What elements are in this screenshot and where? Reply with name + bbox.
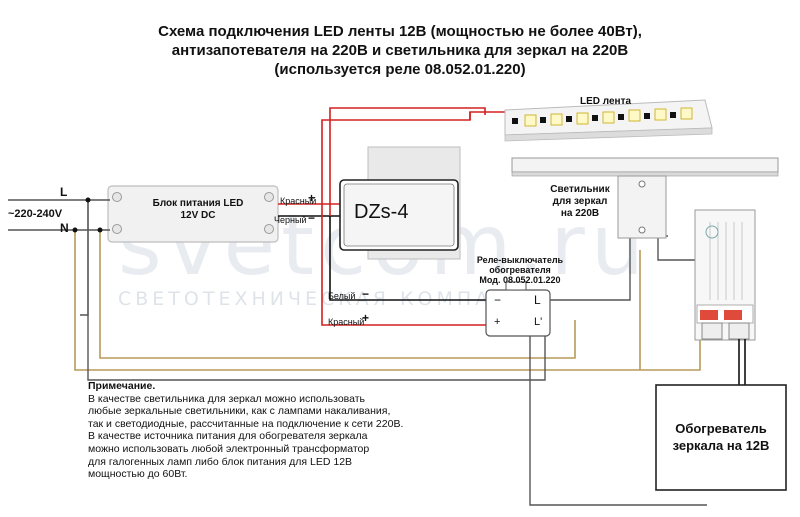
power-supply-unit bbox=[107, 185, 279, 243]
lamp-line-3: на 220В bbox=[560, 208, 600, 219]
dzs4-label: DZs-4 bbox=[354, 201, 409, 223]
psu-black-label: Черный bbox=[274, 215, 307, 225]
note-line: мощностью до 60Вт. bbox=[88, 468, 188, 481]
led-strip-label: LED лента bbox=[580, 96, 632, 107]
power-supply-line-2: 12V DC bbox=[180, 210, 216, 221]
power-supply-label: Блок питания LED 12V DC bbox=[128, 198, 268, 222]
title-line-3: (используется реле 08.052.01.220) bbox=[274, 61, 526, 78]
heater-label: Обогреватель зеркала на 12В bbox=[656, 420, 786, 454]
relay-plus-terminal: + bbox=[494, 316, 501, 328]
psu-output-wires bbox=[278, 107, 505, 326]
mains-l-label: L bbox=[60, 185, 68, 199]
note-line: любые зеркальные светильники, как с ламп… bbox=[88, 405, 391, 418]
power-supply-line-1: Блок питания LED bbox=[152, 198, 244, 209]
note-line: для галогенных ламп либо блок питания дл… bbox=[88, 455, 353, 468]
lamp-line-1: Светильник bbox=[550, 184, 610, 195]
led-strip bbox=[504, 99, 713, 142]
relay-white-label: Белый bbox=[328, 291, 356, 301]
note-title: Примечание. bbox=[88, 380, 156, 392]
mains-n-label: N bbox=[60, 221, 69, 235]
psu-red-label: Красный bbox=[280, 196, 317, 206]
mirror-lamp bbox=[511, 157, 779, 239]
dzs4-module bbox=[339, 146, 461, 260]
lamp-line-2: для зеркал bbox=[552, 196, 608, 207]
psu-plus-sign: + bbox=[308, 191, 316, 205]
relay-lprime-terminal: L' bbox=[534, 316, 543, 328]
note-line: В качестве источника питания для обогрев… bbox=[88, 430, 368, 443]
diagram-title: Схема подключения LED ленты 12В (мощност… bbox=[0, 22, 800, 79]
lamp-label: Светильник для зеркал на 220В bbox=[540, 184, 620, 220]
junction-dots bbox=[72, 197, 103, 233]
mains-wires bbox=[8, 199, 701, 371]
relay-white-minus: − bbox=[362, 287, 370, 301]
relay-line-3: Мод. 08.052.01.220 bbox=[479, 275, 561, 285]
mains-voltage-label: ~220-240V bbox=[8, 208, 63, 220]
relay-line-2: обогревателя bbox=[489, 265, 551, 275]
note-line: так и светодиодные, рассчитанные на подк… bbox=[88, 417, 404, 430]
relay-label: Реле-выключатель обогревателя Мод. 08.05… bbox=[470, 255, 570, 285]
heater-box bbox=[655, 384, 787, 491]
note-block: Примечание. В качестве светильника для з… bbox=[88, 380, 403, 481]
note-line: можно использовать любой электронный тра… bbox=[88, 442, 370, 455]
note-line: В качестве светильника для зеркал можно … bbox=[88, 392, 366, 405]
title-line-2: антизапотевателя на 220В и светильника д… bbox=[171, 42, 629, 59]
relay-line-1: Реле-выключатель bbox=[476, 255, 564, 265]
relay-red-plus: + bbox=[362, 311, 370, 325]
relay-l-terminal: L bbox=[534, 293, 541, 307]
title-line-1: Схема подключения LED ленты 12В (мощност… bbox=[158, 23, 642, 40]
heater-line-1: Обогреватель bbox=[675, 421, 767, 436]
electronic-transformer bbox=[694, 209, 756, 341]
relay-box bbox=[485, 281, 551, 337]
heater-line-2: зеркала на 12В bbox=[672, 438, 770, 453]
relay-red-label: Красный bbox=[328, 317, 365, 327]
heater-wires bbox=[738, 339, 746, 385]
psu-minus-sign: − bbox=[308, 211, 316, 225]
relay-minus-terminal: − bbox=[494, 293, 502, 307]
